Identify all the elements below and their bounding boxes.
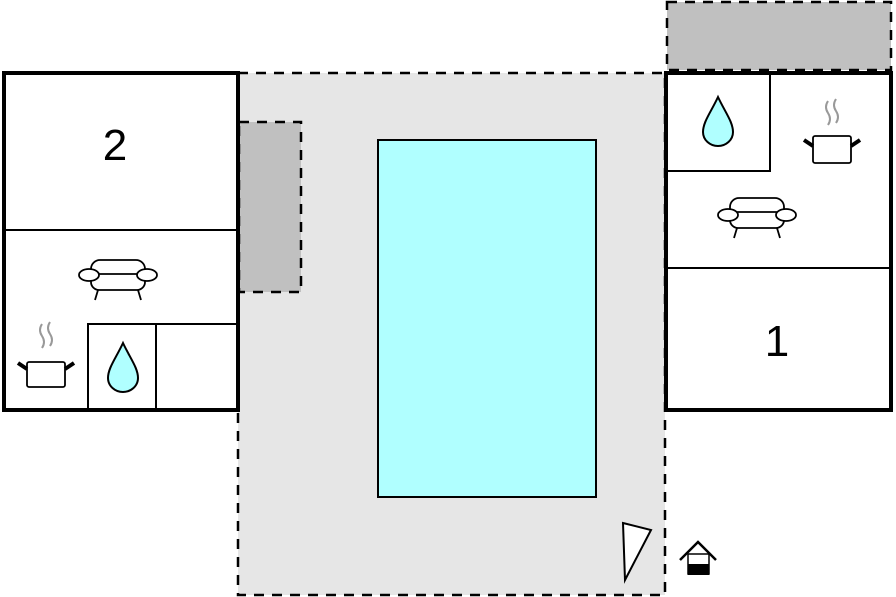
unit-right: 1	[664, 71, 893, 412]
triangle-marker-icon	[621, 521, 653, 584]
cooking-pot-icon	[802, 98, 862, 164]
cooking-pot-icon	[16, 321, 76, 388]
water-drop-icon	[701, 94, 735, 148]
bedroom-label-2: 2	[103, 121, 127, 170]
covered-terrace-top-right	[665, 0, 893, 72]
entrance-house-icon	[679, 540, 717, 575]
unit-left: 2	[2, 71, 240, 412]
sofa-icon	[78, 259, 158, 301]
sofa-icon	[717, 197, 797, 239]
water-drop-icon	[106, 340, 140, 394]
swimming-pool	[377, 139, 597, 498]
bedroom-label-1: 1	[765, 317, 789, 366]
covered-terrace-left	[237, 120, 303, 294]
